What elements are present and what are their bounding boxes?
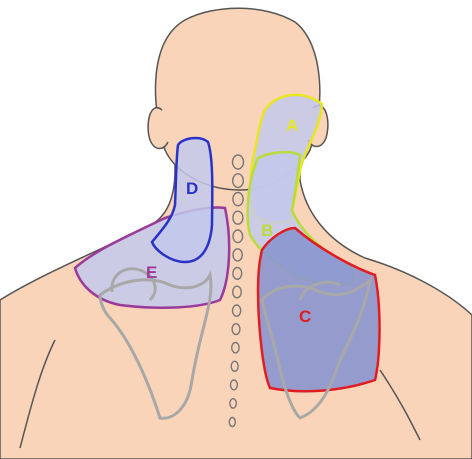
body-figure	[0, 8, 472, 459]
region-b-label: B	[261, 221, 273, 240]
region-d-area	[152, 138, 212, 262]
region-e-label: E	[146, 263, 157, 282]
region-c-label: C	[299, 307, 311, 326]
region-a-label: A	[286, 116, 298, 135]
region-d-label: D	[186, 179, 198, 198]
